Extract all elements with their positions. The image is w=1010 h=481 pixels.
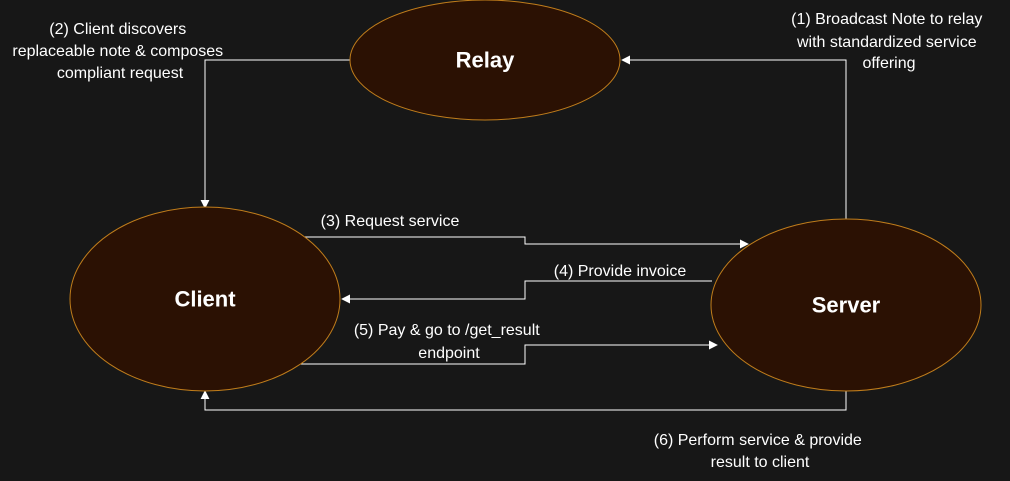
node-server: Server [710,218,982,392]
node-relay-label: Relay [456,48,515,73]
node-client: Client [69,206,341,392]
edge-pay [297,340,718,365]
edge-perform [200,390,847,411]
edge-label-broadcast: (1) Broadcast Note to relay with standar… [791,11,987,72]
edge-request [290,236,749,249]
node-relay: Relay [349,0,621,121]
edge-invoice [341,280,712,304]
node-client-label: Client [174,287,236,312]
edge-label-request: (3) Request service [321,213,460,230]
edge-label-perform: (6) Perform service & provide result to … [654,432,867,471]
edge-discover [200,59,351,209]
edge-label-pay: (5) Pay & go to /get_result endpoint [354,322,544,362]
edge-label-discover: (2) Client discovers replaceable note & … [12,21,227,82]
edge-label-invoice: (4) Provide invoice [554,263,687,280]
node-server-label: Server [812,293,881,318]
edge-broadcast [621,55,847,220]
